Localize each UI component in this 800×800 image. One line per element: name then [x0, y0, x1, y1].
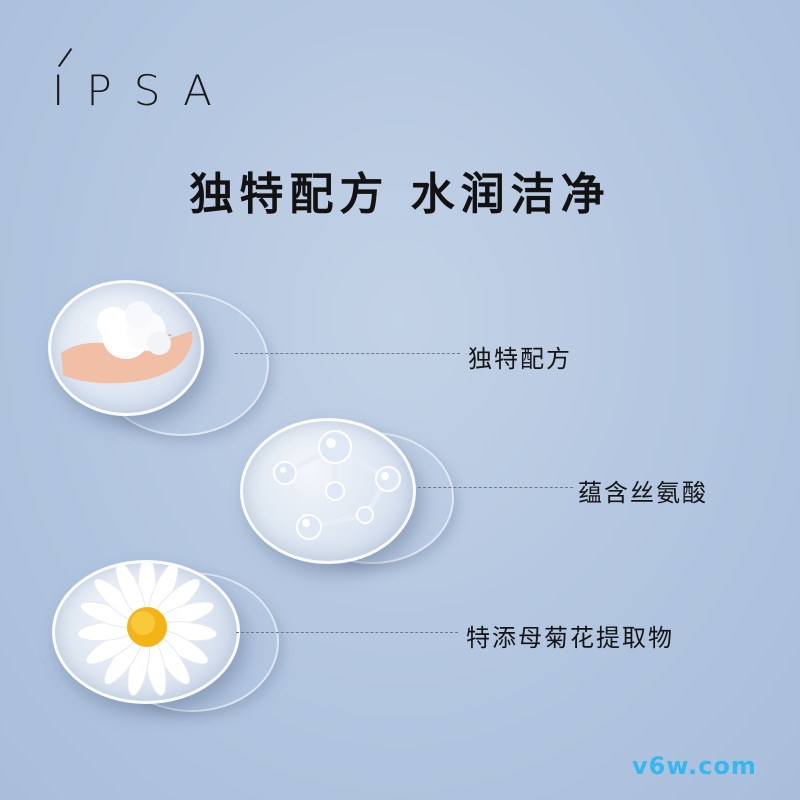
watermark: v6w.com [632, 752, 757, 780]
molecule-icon [240, 418, 416, 564]
leader-line-1 [235, 353, 460, 354]
leader-line-2 [418, 487, 573, 488]
ipsa-logo: IPSA [52, 44, 212, 124]
headline: 独特配方 水润洁净 [189, 169, 611, 220]
foam-hand-icon [48, 280, 204, 416]
leader-line-3 [236, 632, 458, 633]
feature-label-2: 蕴含丝氨酸 [578, 479, 708, 507]
feature-label-1: 独特配方 [468, 345, 572, 373]
chamomile-flower-icon [52, 560, 240, 704]
feature-label-3: 特添母菊花提取物 [466, 624, 674, 652]
logo-text: IPSA [52, 66, 234, 115]
logo-accent-mark [58, 47, 73, 68]
